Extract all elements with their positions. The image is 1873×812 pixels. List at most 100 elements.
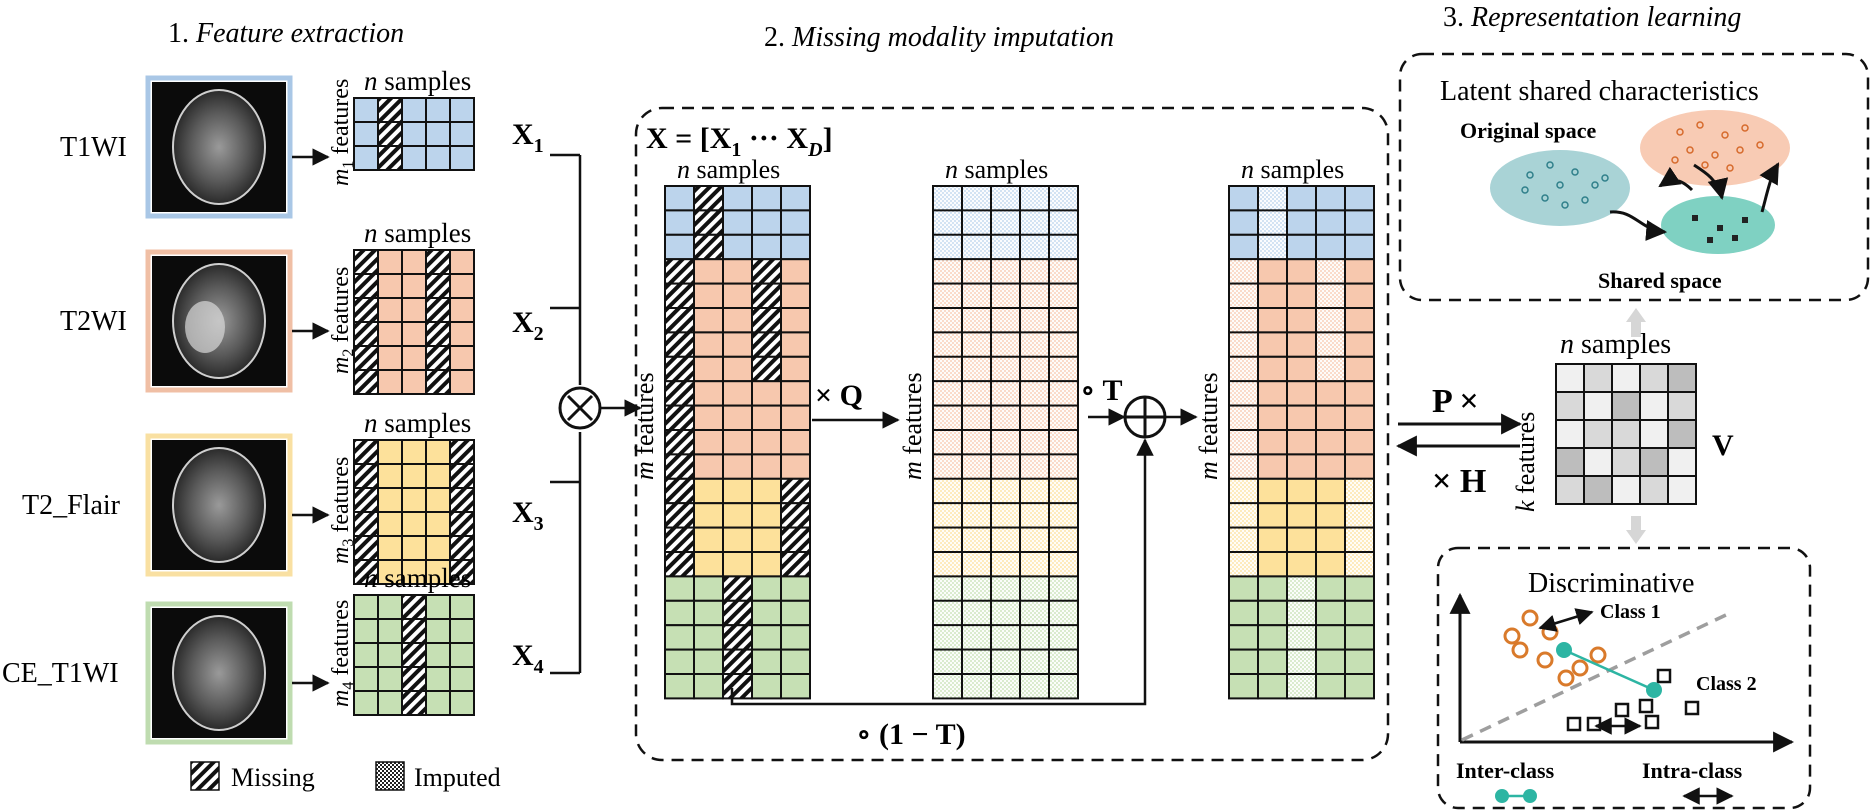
concat-operator-icon [558, 386, 602, 430]
imputed-cell [1346, 528, 1373, 551]
circ-t-label: ∘ T [1080, 374, 1123, 407]
missing-cell [425, 345, 451, 371]
original-space-blob [1640, 110, 1790, 186]
feature-cell [449, 594, 475, 620]
class1-point [1511, 641, 1529, 659]
m-features-label: m features [1194, 372, 1223, 480]
class1-point [1521, 609, 1539, 627]
imputed-cell [963, 504, 990, 527]
missing-cell [401, 666, 427, 692]
feature-cell [693, 526, 724, 553]
feature-cell [1257, 331, 1288, 358]
imputed-cell [934, 357, 961, 381]
feature-cell [1344, 575, 1375, 602]
feature-cell [449, 273, 475, 299]
inter-class-link [1563, 648, 1655, 692]
m-features-label: m4features [328, 600, 357, 707]
k-features-label: k features [1511, 412, 1540, 512]
feature-cell [449, 297, 475, 323]
brain-icon [173, 616, 265, 730]
lesion [185, 301, 225, 353]
class1-point [1503, 627, 1521, 645]
imputed-cell [934, 382, 961, 405]
n-samples-header: n samples [364, 563, 471, 593]
missing-cell [449, 559, 475, 585]
feature-cell [1315, 575, 1346, 602]
feature-cell [1344, 185, 1375, 212]
feature-cell [722, 380, 753, 407]
feature-cell [425, 690, 451, 716]
feature-cell [1344, 331, 1375, 358]
imputed-cell [992, 504, 1019, 527]
imputed-cell [934, 187, 961, 210]
v-cell [1639, 419, 1669, 449]
feature-cell [377, 594, 403, 620]
v-cell [1583, 391, 1613, 421]
feature-cell [401, 559, 427, 585]
imputed-cell [1021, 577, 1048, 600]
n-samples-header: n samples [364, 66, 471, 96]
latent-points [1521, 121, 1764, 243]
imputed-cell [1230, 528, 1257, 551]
feature-cell [1315, 673, 1346, 700]
feature-cell [693, 429, 724, 456]
imputed-cell [992, 431, 1019, 454]
missing-cell [353, 535, 379, 561]
feature-cell [722, 185, 753, 212]
feature-cell [377, 487, 403, 513]
feature-cell [751, 673, 782, 700]
projection-arrow [1759, 162, 1780, 213]
feature-cell [449, 345, 475, 371]
feature-cell [751, 453, 782, 480]
imputed-cell [992, 333, 1019, 356]
down-arrow-icon [1626, 530, 1646, 544]
imputed-cell [1259, 235, 1286, 259]
feature-cell [780, 575, 811, 602]
feature-cell [449, 369, 475, 395]
feature-cell [401, 297, 427, 323]
feature-cell [401, 97, 427, 123]
feature-cell [425, 618, 451, 644]
feature-cell [425, 145, 451, 171]
feature-cell [693, 477, 724, 505]
feature-cell [1286, 355, 1317, 383]
missing-cell [664, 282, 695, 310]
imputed-cell [1021, 650, 1048, 673]
x-matrix-label: X4 [512, 639, 544, 678]
feature-cell [1257, 282, 1288, 310]
feature-cell [401, 249, 427, 275]
imputed-cell [992, 601, 1019, 625]
feature-cell [1344, 429, 1375, 456]
v-cell [1611, 419, 1641, 449]
discriminative-box [1436, 546, 1812, 810]
feature-cell [693, 551, 724, 578]
feature-cell [722, 233, 753, 261]
missing-cell [693, 185, 724, 212]
shared-point [1717, 225, 1723, 231]
x-definition: X = [X1 ··· XD] [646, 122, 833, 161]
modality-name: T1WI [60, 132, 127, 163]
latent-point [1571, 168, 1579, 176]
latent-point [1581, 196, 1589, 204]
missing-cell [664, 331, 695, 358]
feature-cell [693, 282, 724, 310]
modality-name: T2WI [60, 306, 127, 337]
feature-cell [449, 249, 475, 275]
feature-cell [377, 666, 403, 692]
missing-cell [449, 439, 475, 465]
imputed-cell [963, 406, 990, 429]
feature-cell [425, 463, 451, 489]
feature-cell [353, 145, 379, 171]
imputed-cell [1021, 479, 1048, 503]
x-matrix-label: X1 [512, 118, 544, 157]
imputed-cell [1021, 382, 1048, 405]
feature-cell [664, 209, 695, 236]
feature-cell [1257, 380, 1288, 407]
imputed-cell [992, 675, 1019, 698]
v-cell [1555, 419, 1585, 449]
v-cell [1583, 447, 1613, 477]
imputed-cell [963, 601, 990, 625]
